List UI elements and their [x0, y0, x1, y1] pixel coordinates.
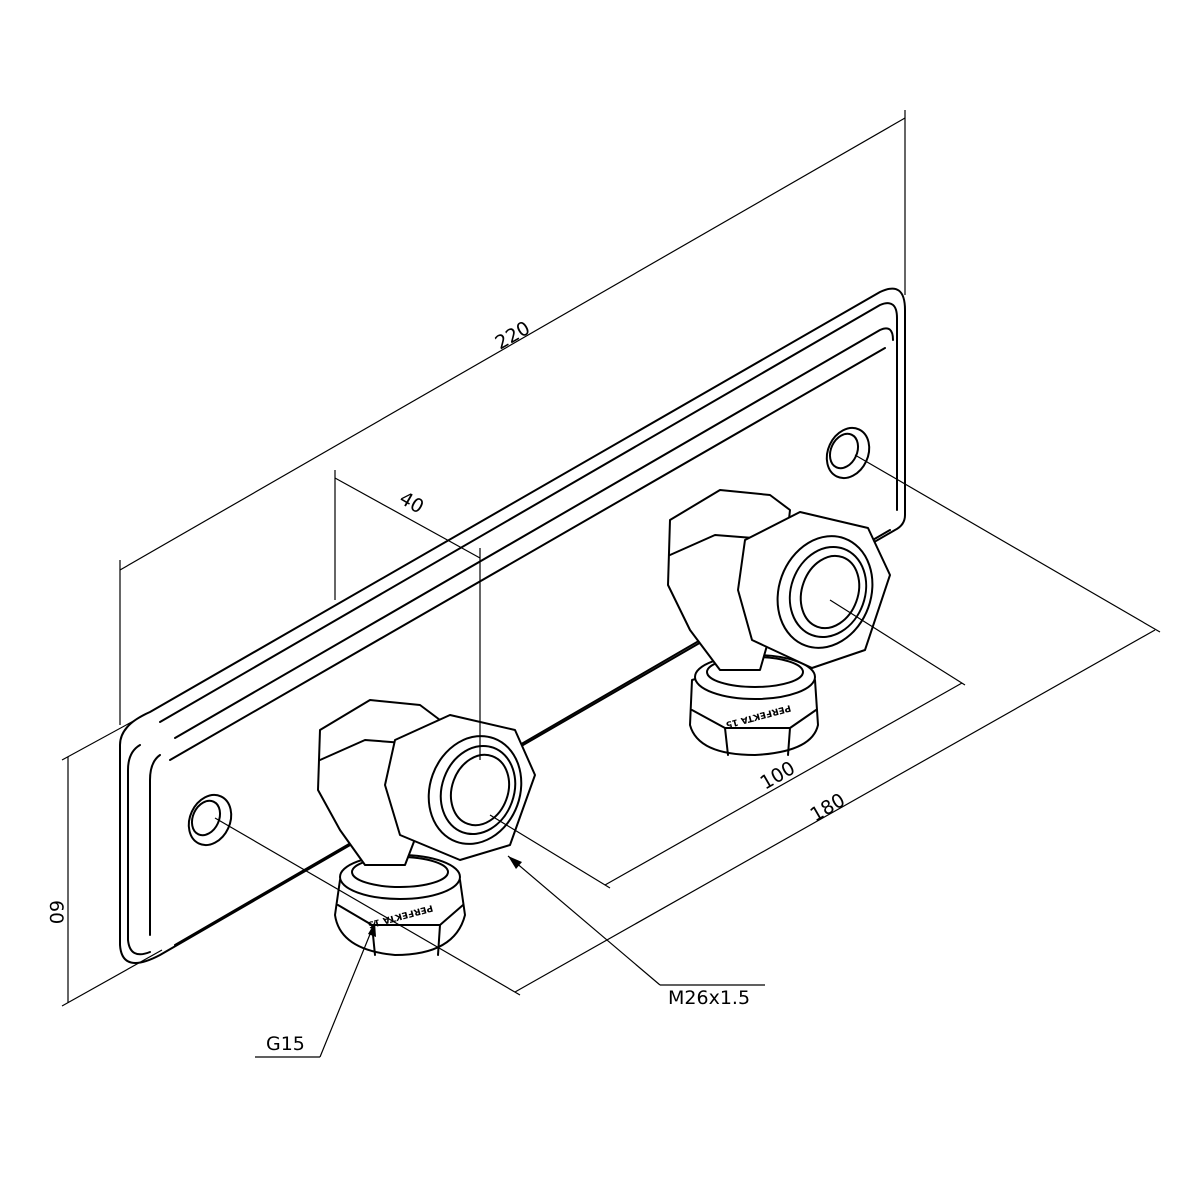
mounting-hole-right: [825, 426, 871, 480]
elbow-fitting-right: PERFEKTA 15: [667, 489, 891, 756]
callout-m26: M26x1.5: [507, 855, 765, 1009]
dim-220-label: 220: [492, 317, 534, 354]
callout-g15-label: G15: [266, 1033, 305, 1055]
dim-60-label: 60: [45, 900, 67, 924]
dim-100-label: 100: [757, 757, 799, 794]
mounting-hole-left: [187, 793, 233, 847]
mounting-plate: [119, 287, 906, 964]
elbow-fitting-left: PERFEKTA 15: [317, 699, 536, 956]
callout-m26-label: M26x1.5: [668, 987, 750, 1009]
dim-180-label: 180: [807, 789, 849, 826]
dimension-60: 60: [45, 711, 163, 1007]
callout-g15: G15: [255, 921, 376, 1058]
